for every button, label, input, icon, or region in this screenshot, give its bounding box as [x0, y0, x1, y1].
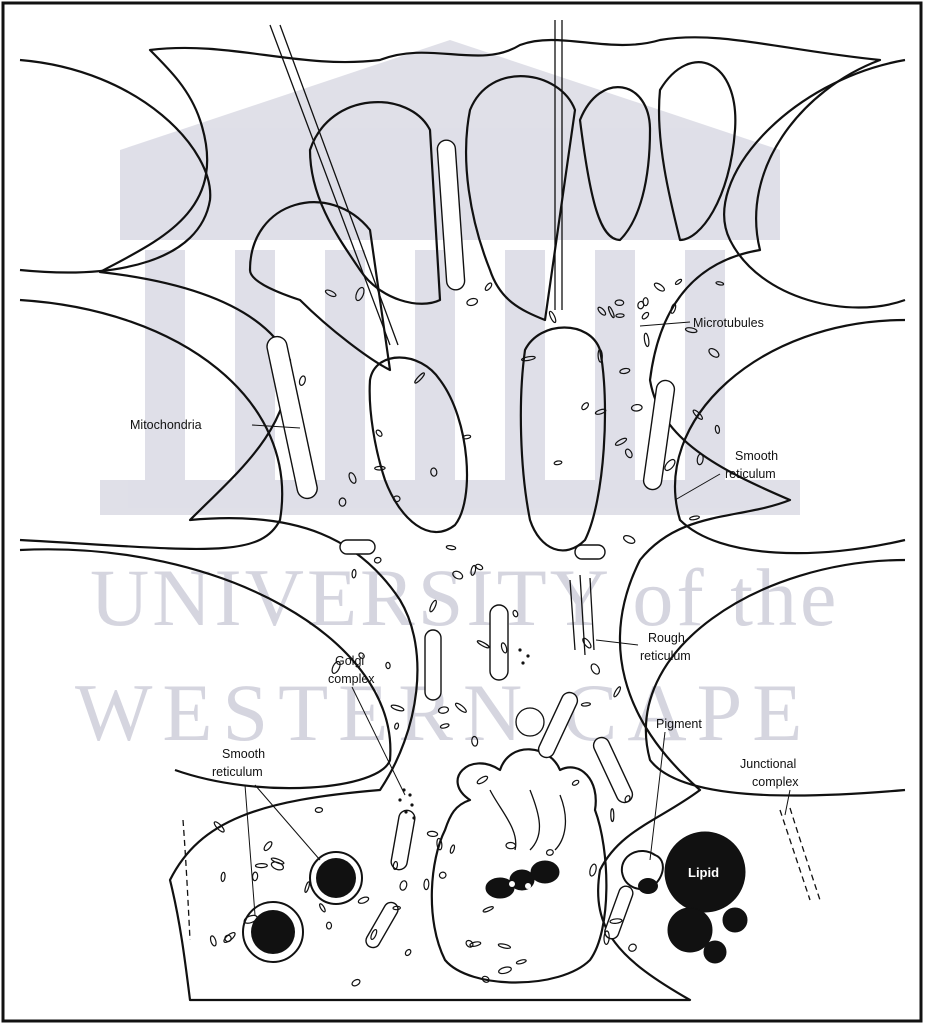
nucleolus	[486, 861, 559, 898]
label-golgi-complex-2: complex	[328, 672, 375, 686]
vesicle-mark	[298, 375, 306, 386]
vesicle-mark	[572, 779, 580, 786]
vesicle-mark	[484, 282, 493, 291]
vesicle-mark	[304, 881, 310, 892]
vesicle-mark	[516, 959, 527, 965]
lipid-droplet-2	[668, 908, 712, 952]
watermark-line-2: WESTERN CAPE	[75, 667, 812, 758]
vesicle-mark	[209, 935, 217, 946]
vesicle-mark	[506, 842, 516, 849]
vesicle-mark	[554, 460, 562, 465]
leader-smooth-reticulum-lower-b	[245, 785, 255, 915]
nucleus	[432, 749, 607, 982]
vesicle-mark	[221, 872, 226, 882]
vesicle-mark	[315, 807, 322, 812]
vesicle-mark	[498, 966, 512, 975]
vesicle-mark	[498, 943, 511, 949]
smooth-reticulum-vesicles	[243, 852, 362, 962]
label-pigment: Pigment	[656, 717, 702, 731]
vesicle-mark	[689, 515, 699, 520]
lipid-droplet-4	[704, 941, 726, 963]
vesicle-mark	[404, 948, 412, 956]
vesicle-mark	[270, 860, 284, 871]
label-microtubules: Microtubules	[693, 316, 764, 330]
vesicle-mark	[427, 831, 438, 837]
vesicle-mark	[548, 311, 557, 324]
vesicle-mark	[439, 871, 447, 879]
vesicle-mark	[263, 840, 274, 851]
vesicle-mark	[581, 402, 590, 411]
label-smooth-reticulum-lower-2: reticulum	[212, 765, 263, 779]
vesicle-mark	[653, 282, 665, 293]
vesicle-mark	[627, 943, 637, 953]
vesicle-mark	[476, 775, 489, 785]
vesicle-mark	[670, 303, 677, 314]
vesicle-mark	[319, 903, 327, 913]
vesicle-mark	[589, 863, 598, 876]
lipid-droplet-3	[723, 908, 747, 932]
vesicle-mark	[643, 333, 649, 347]
nuclear-invagination	[490, 790, 565, 850]
leader-junctional-complex	[785, 790, 790, 815]
vesicle-mark	[449, 844, 455, 853]
vesicle-mark	[466, 297, 478, 306]
label-smooth-reticulum-upper-1: Smooth	[735, 449, 778, 463]
vesicle-mark	[622, 534, 636, 545]
label-rough-reticulum-1: Rough	[648, 631, 685, 645]
vesicle-mark	[399, 880, 408, 891]
label-smooth-reticulum-upper-2: reticulum	[725, 467, 776, 481]
junctional-complex-right	[780, 808, 820, 900]
vesicle-mark	[351, 978, 361, 987]
vesicle-mark	[424, 879, 429, 890]
vesicle-mark	[483, 906, 494, 913]
vesicle-mark	[611, 809, 614, 822]
vesicle-mark	[446, 545, 456, 550]
vesicle-mark	[375, 429, 383, 437]
vesicle-mark	[358, 896, 370, 905]
label-junctional-complex-2: complex	[752, 775, 799, 789]
pigment-core	[638, 878, 658, 894]
vesicle-mark	[637, 301, 644, 310]
watermark-line-1: UNIVERSITY of the	[90, 552, 839, 643]
vesicle-mark	[675, 278, 683, 285]
label-junctional-complex-1: Junctional	[740, 757, 796, 771]
leader-smooth-reticulum-lower-a	[255, 785, 320, 860]
vesicle-mark	[255, 863, 267, 867]
vesicle-mark	[375, 466, 386, 470]
label-mitochondria: Mitochondria	[130, 418, 202, 432]
vesicle-mark	[465, 939, 475, 948]
vesicle-mark	[271, 857, 285, 865]
label-smooth-reticulum-lower-1: Smooth	[222, 747, 265, 761]
label-rough-reticulum-2: reticulum	[640, 649, 691, 663]
vesicle-mark	[327, 922, 332, 929]
vesicle-mark	[546, 849, 554, 856]
vesicle-mark	[641, 311, 650, 320]
label-lipid: Lipid	[688, 865, 719, 880]
junctional-complex-left	[183, 820, 190, 940]
vesicle-mark	[252, 872, 258, 881]
